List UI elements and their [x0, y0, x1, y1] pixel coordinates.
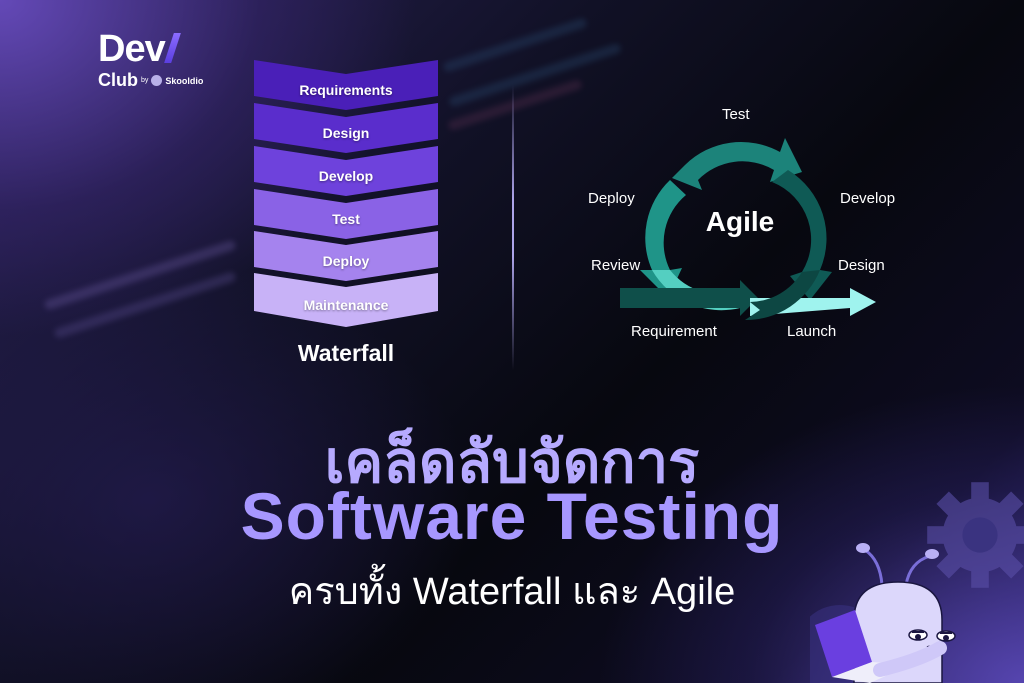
logo-by-text: by: [141, 77, 149, 84]
agile-label-design: Design: [838, 257, 885, 274]
agile-title: Agile: [705, 206, 775, 237]
waterfall-title: Waterfall: [297, 340, 395, 366]
agile-cycle-icon: [620, 138, 876, 321]
headline-english: Software Testing: [240, 479, 784, 553]
logo-sub-text: Club: [98, 70, 138, 90]
gear-icon: [927, 482, 1024, 588]
mascot-character-icon: [810, 543, 956, 683]
waterfall-step-requirements: Requirements: [254, 60, 438, 110]
skooldio-logo-icon: [151, 75, 163, 86]
bg-code-line: [53, 270, 237, 340]
agile-label-deploy: Deploy: [588, 190, 635, 207]
waterfall-step-develop: Develop: [254, 146, 438, 196]
agile-label-requirement: Requirement: [631, 323, 717, 340]
agile-label-test: Test: [722, 106, 750, 123]
agile-label-launch: Launch: [787, 323, 837, 340]
divider-line: [512, 85, 514, 370]
agile-label-develop: Develop: [840, 190, 896, 207]
logo-slash-icon: [163, 33, 181, 63]
devclub-logo: Dev Club by Skooldio: [98, 30, 203, 91]
logo-main-text: Dev: [98, 28, 166, 70]
agile-label-review: Review: [591, 257, 641, 274]
headline-thai: เคล็ดลับจัดการ: [324, 430, 700, 495]
bg-code-line: [43, 239, 237, 311]
headline-subtitle: ครบทั้ง Waterfall และ Agile: [288, 571, 736, 613]
waterfall-step-maintenance: Maintenance: [254, 273, 438, 327]
logo-partner-text: Skooldio: [165, 75, 204, 86]
waterfall-step-design: Design: [254, 103, 438, 153]
waterfall-step-test: Test: [254, 189, 438, 239]
